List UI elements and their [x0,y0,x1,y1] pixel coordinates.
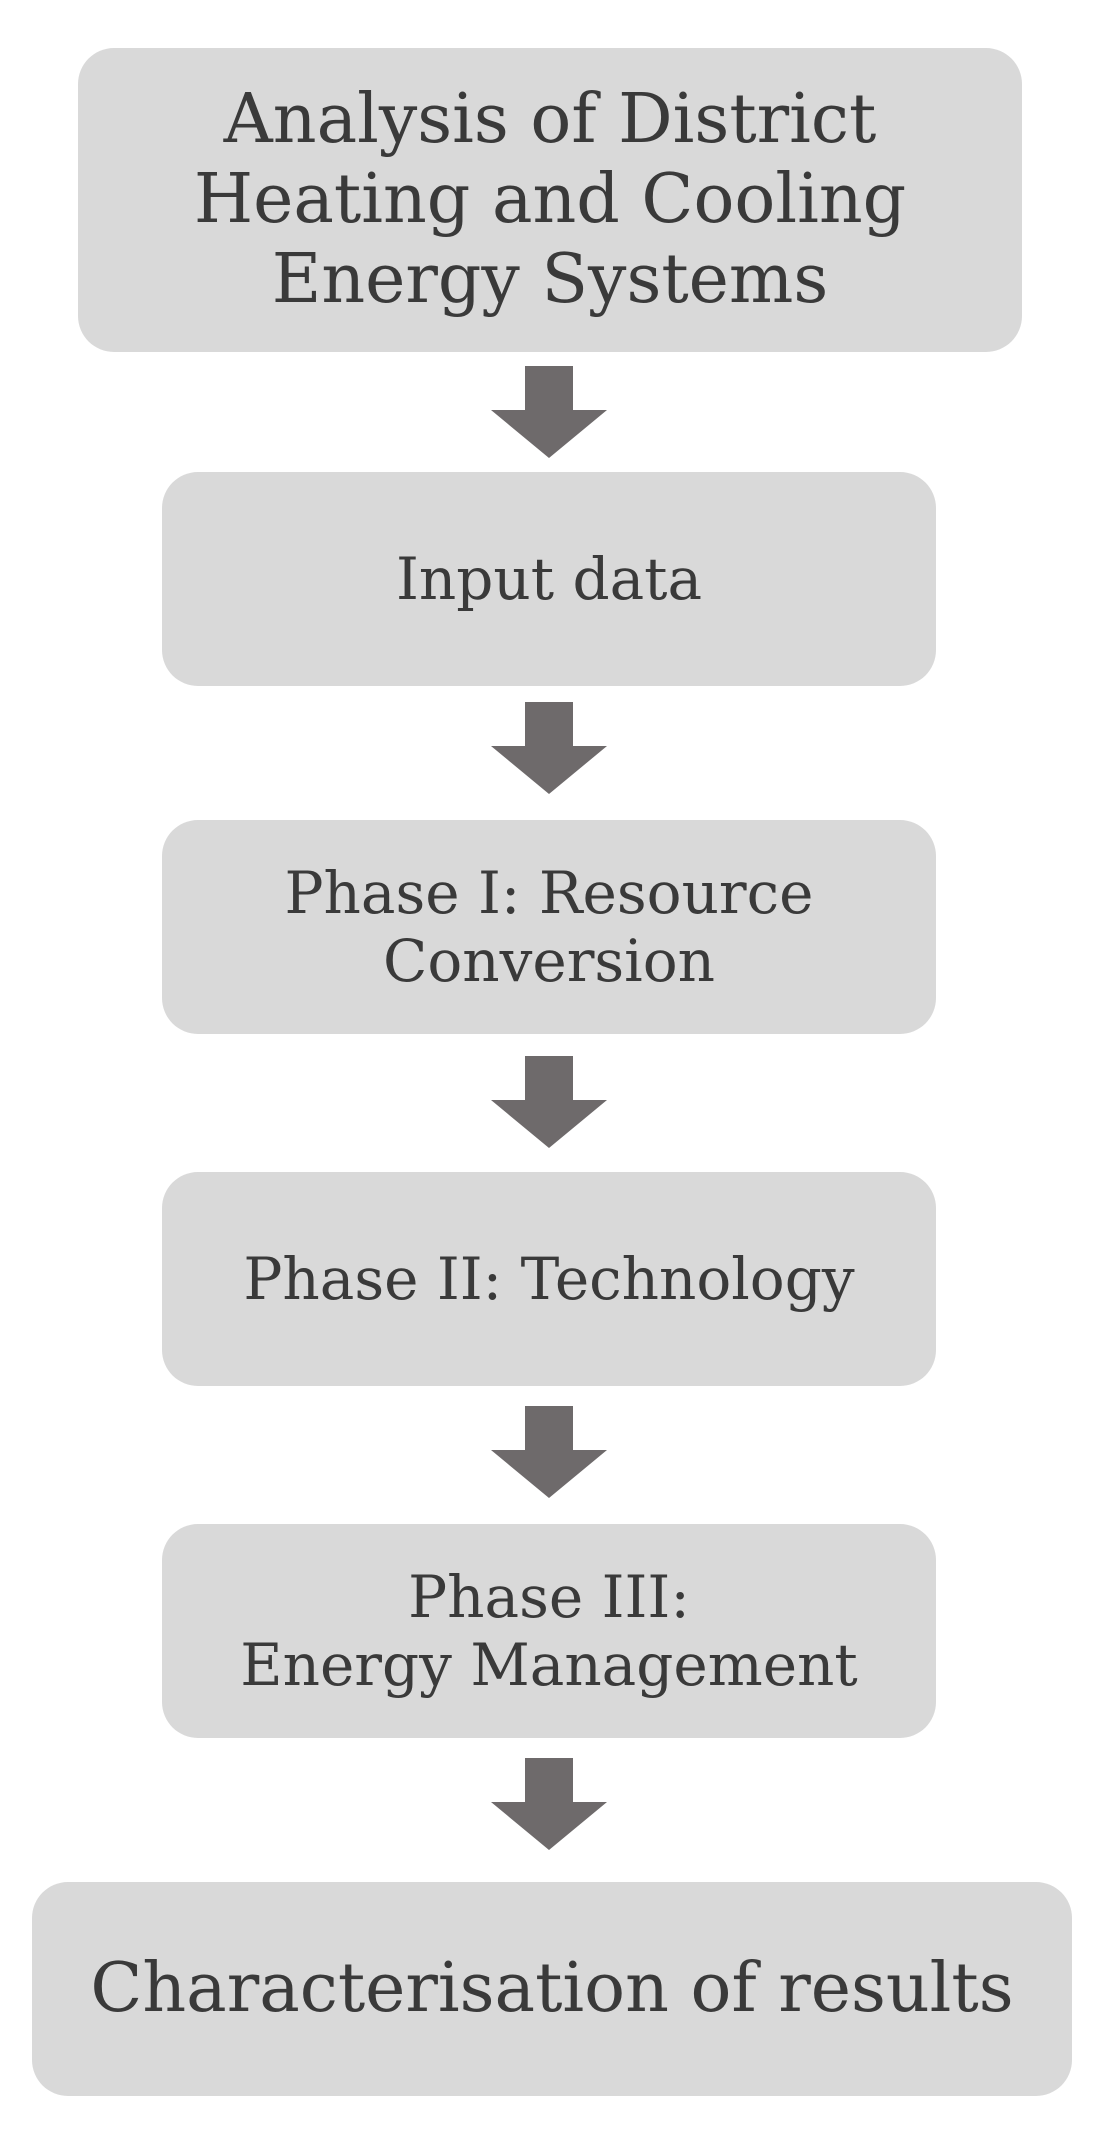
step-text-line: Characterisation of results [90,1948,1014,2028]
step-label-phase-2: Phase II: Technology [243,1245,854,1313]
step-text-line: Phase II: Technology [243,1244,855,1313]
step-text-line: Heating and Cooling [193,159,907,239]
step-text-line: Phase III: [408,1562,690,1631]
step-text-line: Conversion [382,927,716,995]
step-text-line: Energy Management [240,1631,858,1699]
down-arrow-icon [491,1758,607,1850]
step-box-phase-1: Phase I: Resource Conversion [162,820,936,1034]
step-text-line: Input data [395,544,703,613]
step-label-phase-1: Phase I: Resource Conversion [285,859,814,996]
step-box-input-data: Input data [162,472,936,686]
down-arrow-icon [491,1406,607,1498]
step-box-results: Characterisation of results [32,1882,1072,2096]
step-box-phase-2: Phase II: Technology [162,1172,936,1386]
step-label-input-data: Input data [396,545,702,613]
step-text-line: Energy Systems [271,240,829,320]
step-box-phase-3: Phase III: Energy Management [162,1524,936,1738]
down-arrow-icon [491,1056,607,1148]
step-text-line: Phase I: Resource [284,858,814,927]
down-arrow-icon [491,702,607,794]
step-box-analysis: Analysis of District Heating and Cooling… [78,48,1022,352]
down-arrow-icon [491,366,607,458]
step-text-line: Analysis of District [223,79,877,159]
step-label-phase-3: Phase III: Energy Management [240,1563,857,1700]
step-label-results: Characterisation of results [90,1949,1013,2029]
step-label-analysis: Analysis of District Heating and Cooling… [194,80,906,321]
